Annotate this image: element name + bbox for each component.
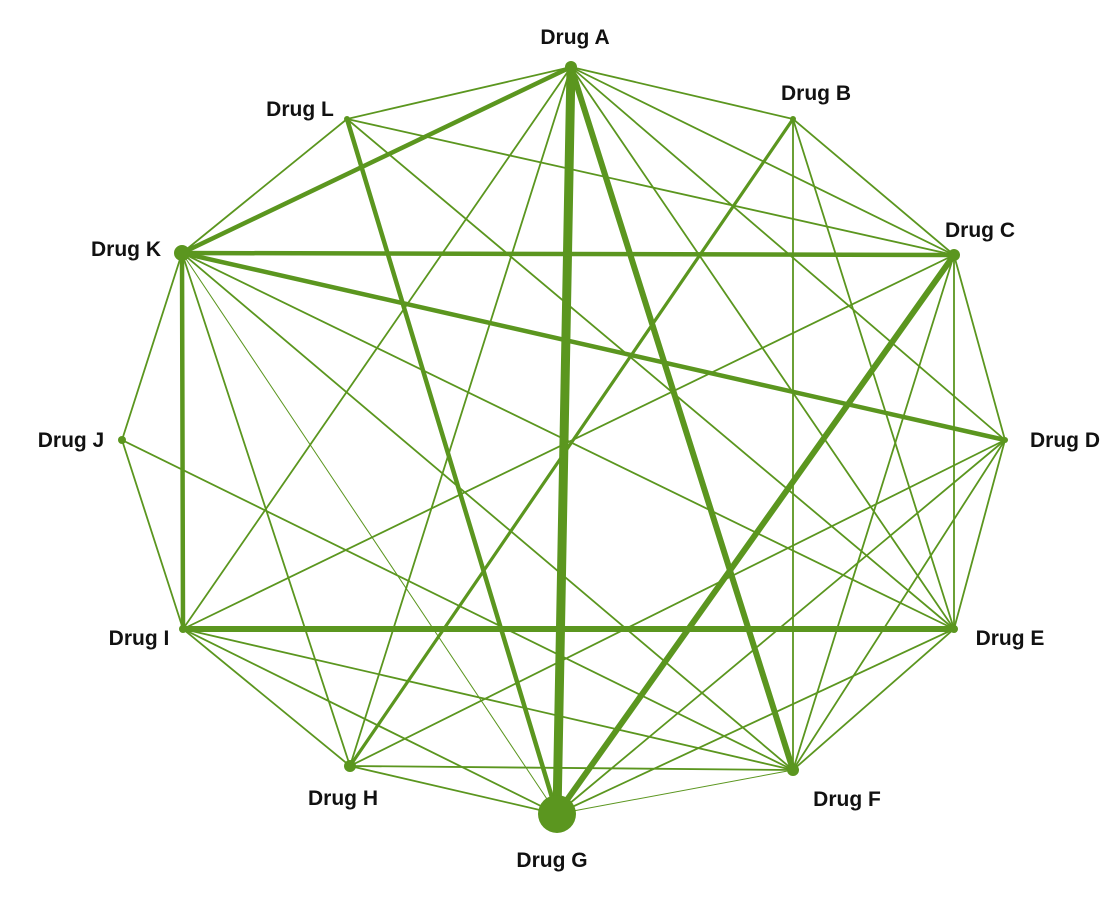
- node-drug-f: [787, 764, 799, 776]
- edge-k-j: [121, 252, 183, 441]
- edge-i-h: [182, 628, 351, 767]
- node-drug-d: [1002, 437, 1008, 443]
- nodes: [118, 61, 1008, 833]
- edge-l-g: [344, 116, 560, 817]
- edge-c-d: [953, 254, 1006, 441]
- edge-d-f: [792, 439, 1006, 771]
- edge-d-e: [953, 439, 1006, 630]
- label-drug-j: Drug J: [38, 429, 105, 452]
- edges: [121, 62, 1008, 819]
- edge-l-a: [346, 66, 572, 120]
- edge-e-f: [792, 628, 955, 771]
- edge-d-h: [349, 439, 1006, 767]
- edge-c-g: [554, 252, 957, 817]
- label-drug-k: Drug K: [91, 238, 161, 261]
- node-drug-a: [565, 61, 577, 73]
- edge-l-e: [346, 118, 955, 630]
- label-drug-h: Drug H: [308, 787, 378, 810]
- edge-g-f: [556, 769, 794, 815]
- node-drug-e: [950, 625, 958, 633]
- edge-d-g: [556, 439, 1006, 815]
- edge-k-g: [181, 252, 558, 815]
- edge-l-c: [346, 118, 955, 256]
- edge-b-e: [792, 118, 955, 630]
- node-drug-i: [179, 625, 187, 633]
- label-drug-b: Drug B: [781, 82, 851, 105]
- edge-k-a: [179, 64, 574, 256]
- edge-e-k: [181, 252, 955, 630]
- label-drug-c: Drug C: [945, 219, 1015, 242]
- label-drug-i: Drug I: [109, 627, 170, 650]
- node-drug-k: [174, 245, 190, 261]
- node-drug-h: [344, 760, 356, 772]
- edge-k-c: [179, 250, 957, 258]
- node-drug-j: [118, 436, 126, 444]
- edge-a-g: [552, 62, 576, 819]
- edge-h-f: [349, 765, 794, 771]
- label-drug-a: Drug A: [540, 26, 609, 49]
- label-drug-d: Drug D: [1030, 429, 1100, 452]
- edge-e-g: [556, 628, 955, 815]
- edge-k-d: [179, 250, 1008, 443]
- edge-a-c: [570, 66, 955, 256]
- edge-f-j: [121, 439, 794, 771]
- edge-f-i: [182, 628, 794, 771]
- edge-k-l: [181, 118, 348, 254]
- label-drug-l: Drug L: [266, 98, 334, 121]
- edge-j-i: [121, 439, 184, 630]
- edge-a-b: [570, 66, 794, 120]
- label-drug-g: Drug G: [516, 849, 587, 872]
- edge-g-i: [182, 628, 558, 815]
- node-drug-b: [790, 116, 796, 122]
- edge-b-c: [792, 118, 955, 256]
- label-drug-e: Drug E: [976, 627, 1045, 650]
- edge-c-f: [792, 254, 955, 771]
- label-drug-f: Drug F: [813, 788, 881, 811]
- edge-k-i: [179, 250, 186, 632]
- node-drug-l: [344, 116, 350, 122]
- edge-h-g: [349, 765, 558, 815]
- edge-a-f: [568, 64, 796, 773]
- node-labels: Drug A Drug B Drug C Drug D Drug E Drug F Drug…: [38, 26, 1100, 872]
- edge-f-k: [181, 252, 794, 771]
- edge-a-d: [570, 66, 1006, 441]
- node-drug-c: [948, 249, 960, 261]
- edge-a-h: [349, 66, 572, 767]
- edge-h-k: [181, 252, 351, 767]
- node-drug-g: [538, 795, 576, 833]
